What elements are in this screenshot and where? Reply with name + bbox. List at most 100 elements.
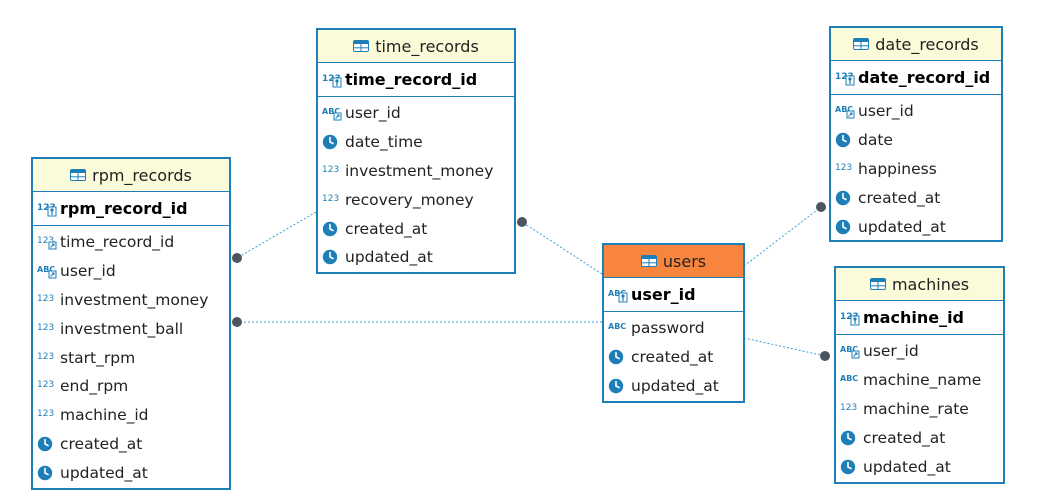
primary-key-row[interactable]: 123 rpm_record_id — [33, 192, 229, 226]
column-row[interactable]: created_at — [604, 343, 743, 372]
column-row[interactable]: 123 start_rpm — [33, 343, 229, 372]
num-icon: 123 — [835, 161, 858, 177]
column-row[interactable]: 123 end_rpm — [33, 372, 229, 401]
primary-key-name: rpm_record_id — [60, 199, 188, 218]
column-name: updated_at — [631, 376, 719, 395]
column-name: updated_at — [345, 248, 433, 267]
column-row[interactable]: 123 machine_rate — [836, 395, 1003, 424]
column-row[interactable]: ABC password — [604, 314, 743, 343]
column-row[interactable]: 123 investment_ball — [33, 314, 229, 343]
num-icon: 123 — [37, 350, 60, 366]
svg-text:123: 123 — [37, 380, 54, 390]
column-row[interactable]: created_at — [831, 183, 1001, 212]
table-users[interactable]: users ABC user_id ABC password created_a… — [602, 243, 745, 403]
clock-icon — [835, 190, 858, 206]
num-icon: 123 — [37, 378, 60, 394]
num-key-icon: 123 — [840, 310, 863, 326]
table-title: rpm_records — [92, 165, 192, 185]
table-header[interactable]: time_records — [318, 30, 514, 63]
primary-key-name: machine_id — [863, 308, 965, 327]
column-row[interactable]: 123 investment_money — [318, 157, 514, 186]
clock-icon — [840, 459, 863, 475]
table-header[interactable]: date_records — [831, 28, 1001, 61]
column-name: updated_at — [60, 463, 148, 482]
column-row[interactable]: 123 investment_money — [33, 286, 229, 315]
primary-key-name: user_id — [631, 285, 696, 304]
primary-key-row[interactable]: ABC user_id — [604, 278, 743, 312]
column-name: machine_name — [863, 371, 982, 390]
column-row[interactable]: 123 recovery_money — [318, 185, 514, 214]
link-time-records-rpm-records — [236, 211, 317, 259]
primary-key-name: time_record_id — [345, 70, 478, 89]
svg-text:123: 123 — [840, 403, 857, 413]
table-machines[interactable]: machines 123 machine_id ABC user_id ABC … — [834, 266, 1005, 484]
column-row[interactable]: created_at — [33, 430, 229, 459]
num-fk-icon: 123 — [37, 234, 60, 250]
svg-text:123: 123 — [37, 409, 54, 419]
column-row[interactable]: ABC user_id — [836, 337, 1003, 366]
column-row[interactable]: 123 machine_id — [33, 401, 229, 430]
table-header[interactable]: users — [604, 245, 743, 278]
column-row[interactable]: date_time — [318, 128, 514, 157]
clock-icon — [835, 219, 858, 235]
svg-text:123: 123 — [322, 165, 339, 175]
column-row[interactable]: updated_at — [831, 212, 1001, 241]
clock-icon — [37, 465, 60, 481]
svg-text:ABC: ABC — [608, 322, 626, 331]
primary-key-row[interactable]: 123 time_record_id — [318, 63, 514, 97]
table-icon — [353, 40, 375, 52]
column-row[interactable]: ABC user_id — [831, 97, 1001, 126]
svg-text:123: 123 — [37, 323, 54, 333]
column-name: updated_at — [863, 457, 951, 476]
column-row[interactable]: ABC user_id — [33, 257, 229, 286]
primary-key-row[interactable]: 123 date_record_id — [831, 61, 1001, 95]
column-row[interactable]: 123 happiness — [831, 155, 1001, 184]
num-icon: 123 — [322, 192, 345, 208]
abc-fk-icon: ABC — [835, 103, 858, 119]
svg-text:ABC: ABC — [608, 289, 626, 298]
num-key-icon: 123 — [835, 70, 858, 86]
table-title: date_records — [875, 34, 979, 54]
column-row[interactable]: 123 time_record_id — [33, 228, 229, 257]
clock-icon — [608, 349, 631, 365]
num-icon: 123 — [37, 407, 60, 423]
table-time-records[interactable]: time_records 123 time_record_id ABC user… — [316, 28, 516, 274]
table-icon — [70, 169, 92, 181]
svg-text:ABC: ABC — [322, 107, 340, 116]
column-name: created_at — [631, 348, 714, 367]
abc-fk-icon: ABC — [37, 263, 60, 279]
svg-text:123: 123 — [37, 236, 54, 246]
abc-fk-icon: ABC — [840, 343, 863, 359]
column-row[interactable]: updated_at — [604, 372, 743, 401]
table-icon — [853, 38, 875, 50]
column-row[interactable]: created_at — [318, 214, 514, 243]
column-row[interactable]: ABC user_id — [318, 99, 514, 128]
clock-icon — [840, 430, 863, 446]
column-row[interactable]: ABC machine_name — [836, 366, 1003, 395]
primary-key-row[interactable]: 123 machine_id — [836, 301, 1003, 335]
num-key-icon: 123 — [37, 201, 60, 217]
column-row[interactable]: updated_at — [33, 458, 229, 487]
column-row[interactable]: updated_at — [318, 243, 514, 272]
svg-text:ABC: ABC — [835, 105, 853, 114]
column-name: machine_id — [60, 406, 149, 425]
column-name: created_at — [60, 434, 143, 453]
column-name: user_id — [858, 102, 914, 121]
column-row[interactable]: date — [831, 126, 1001, 155]
column-name: updated_at — [858, 217, 946, 236]
table-rpm-records[interactable]: rpm_records 123 rpm_record_id 123 time_r… — [31, 157, 231, 490]
table-header[interactable]: machines — [836, 268, 1003, 301]
column-name: recovery_money — [345, 190, 474, 209]
column-row[interactable]: updated_at — [836, 452, 1003, 481]
table-title: users — [662, 251, 707, 271]
clock-icon — [608, 378, 631, 394]
column-name: machine_rate — [863, 399, 969, 418]
column-name: password — [631, 319, 705, 338]
table-date-records[interactable]: date_records 123 date_record_id ABC user… — [829, 26, 1003, 242]
column-name: date_time — [345, 133, 423, 152]
svg-text:ABC: ABC — [37, 265, 55, 274]
link-users-date-records — [743, 206, 822, 267]
table-header[interactable]: rpm_records — [33, 159, 229, 192]
column-row[interactable]: created_at — [836, 423, 1003, 452]
